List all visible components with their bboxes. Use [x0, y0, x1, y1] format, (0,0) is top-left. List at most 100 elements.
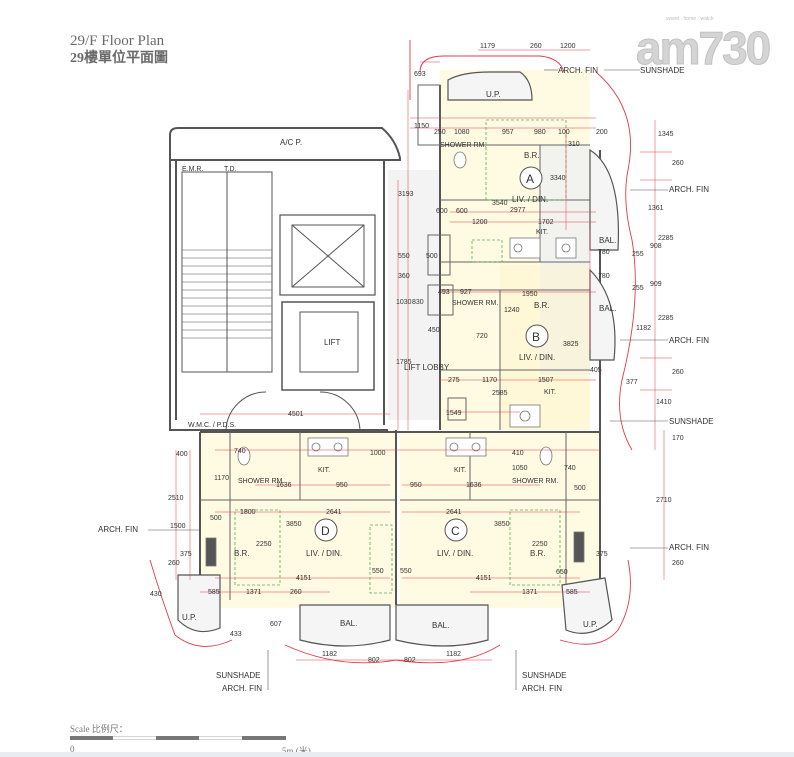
balconies-and-platforms — [177, 71, 620, 647]
dim-b-1549: 1549 — [446, 410, 462, 417]
unit-a-marker — [519, 166, 543, 190]
unit-d-marker — [314, 518, 338, 542]
dim-b-1030: 1030 — [396, 299, 412, 306]
dim-a-980: 980 — [534, 129, 546, 136]
unit-b-marker — [525, 324, 549, 348]
callout-arch-fin-right-1: ARCH. FIN — [669, 185, 709, 194]
dim-d-1170: 1170 — [214, 475, 229, 482]
dim-misc-1800: 1800 — [240, 509, 256, 516]
plan-title: 29/F Floor Plan 29樓單位平面圖 — [70, 32, 168, 68]
callout-sunshade-bottom-left: SUNSHADE — [216, 671, 260, 680]
callout-arch-fin-left: ARCH. FIN — [98, 525, 138, 534]
unit-a-utility-label: U.P. — [486, 90, 501, 99]
dim-core-550: 550 — [398, 253, 410, 260]
dim-d-2250: 2250 — [256, 541, 272, 548]
dashed-furniture-outlines — [234, 119, 567, 594]
stair-and-lift-core — [181, 171, 376, 431]
scale-bar — [70, 736, 286, 740]
dim-c-550: 550 — [400, 568, 412, 575]
dim-a-908: 908 — [650, 243, 662, 250]
dim-misc-600: 600 — [456, 208, 468, 215]
dim-d-585: 585 — [208, 589, 220, 596]
callout-arch-fin-right-3: ARCH. FIN — [669, 543, 709, 552]
callouts: ARCH. FIN SUNSHADE ARCH. FIN ARCH. FIN S… — [98, 66, 713, 693]
dim-d-433: 433 — [230, 631, 242, 638]
callout-sunshade-right: SUNSHADE — [669, 417, 713, 426]
dim-misc-1500: 1500 — [170, 523, 186, 530]
dim-a-2977: 2977 — [510, 207, 526, 214]
dim-b-377: 377 — [626, 379, 638, 386]
dim-core-3193: 3193 — [398, 191, 414, 198]
unit-a-balcony-label: BAL. — [599, 236, 616, 245]
unit-a-kitchen-label: KIT. — [536, 229, 548, 236]
dimension-lines — [175, 49, 672, 661]
dim-c-740: 740 — [564, 465, 576, 472]
dim-c-3850: 3850 — [494, 521, 510, 528]
lift-label: LIFT — [324, 338, 341, 347]
unit-d-living-label: LIV. / DIN. — [306, 549, 342, 558]
unit-a-bedroom-label: B.R. — [524, 151, 540, 160]
dim-b-1785: 1785 — [396, 359, 412, 366]
dim-b-1507: 1507 — [538, 377, 554, 384]
dim-a-255: 255 — [632, 251, 644, 258]
callout-arch-fin-top: ARCH. FIN — [558, 66, 598, 75]
dim-b-780: 780 — [598, 273, 610, 280]
scale-zero-label: 0 — [70, 744, 75, 754]
dim-core-170: 170 — [672, 435, 684, 442]
unit-d-balcony-label: BAL. — [340, 619, 357, 628]
dim-misc-200: 200 — [596, 129, 608, 136]
dim-a-1080: 1080 — [454, 129, 470, 136]
dim-d-1636: 1636 — [276, 482, 292, 489]
unit-a-living-label: LIV. / DIN. — [512, 195, 548, 204]
dim-d-500: 500 — [210, 515, 222, 522]
dim-a-1361: 1361 — [648, 205, 664, 212]
dimension-labels: 1179 260 1200 693 1150 1080 957 980 310 … — [150, 43, 684, 664]
unit-partitions — [200, 84, 600, 600]
dim-b-2585: 2585 — [492, 390, 508, 397]
unit-b-shower-label: SHOWER RM. — [452, 300, 498, 307]
unit-b-bedroom-label: B.R. — [534, 301, 550, 310]
callout-arch-fin-right-2: ARCH. FIN — [669, 336, 709, 345]
dim-b-1950: 1950 — [522, 291, 538, 298]
emr-label: E.M.R. — [182, 166, 203, 173]
am730-watermark-logo: sweet · home · watch am730 — [636, 16, 773, 68]
unit-c-utility-label: U.P. — [583, 620, 598, 629]
unit-c-living-label: LIV. / DIN. — [437, 549, 473, 558]
dim-b-927: 927 — [460, 289, 472, 296]
dim-misc-250: 250 — [434, 129, 446, 136]
unit-c-bedroom-label: B.R. — [530, 549, 546, 558]
dim-misc-1000: 1000 — [370, 450, 386, 457]
unit-d-utility-label: U.P. — [182, 613, 197, 622]
plan-title-chinese: 29樓單位平面圖 — [70, 51, 168, 66]
dim-b-1182: 1182 — [636, 325, 651, 332]
unit-a-id: A — [526, 172, 534, 186]
dim-core-360: 360 — [398, 273, 410, 280]
dim-a-693: 693 — [414, 71, 426, 78]
dim-a-260: 260 — [672, 160, 684, 167]
dim-bottom-1182-right: 1182 — [446, 651, 461, 658]
unit-d-bedroom-label: B.R. — [234, 549, 250, 558]
dim-core-4501: 4501 — [288, 411, 304, 418]
dim-b-405: 405 — [590, 367, 602, 374]
unit-b-kitchen-label: KIT. — [544, 389, 556, 396]
unit-a-shower-label: SHOWER RM. — [440, 142, 486, 149]
unit-c-kitchen-label: KIT. — [454, 467, 466, 474]
dim-b-255: 255 — [632, 285, 644, 292]
dim-a-780: 780 — [598, 249, 610, 256]
dim-b-1240: 1240 — [504, 307, 520, 314]
dim-d-2510: 2510 — [168, 495, 184, 502]
unit-d-shower-label: SHOWER RM. — [238, 478, 284, 485]
dim-c-260: 260 — [672, 560, 684, 567]
dim-a-1702: 1702 — [538, 219, 554, 226]
unit-b-balcony-label: BAL. — [599, 304, 616, 313]
dim-c-1636: 1636 — [466, 482, 482, 489]
dim-bottom-802-right: 802 — [404, 657, 416, 664]
dim-top-260: 260 — [530, 43, 542, 50]
dim-d-260: 260 — [168, 560, 180, 567]
unit-b-id: B — [532, 330, 540, 344]
dim-b-1170: 1170 — [482, 377, 497, 384]
dim-top-1200: 1200 — [560, 43, 576, 50]
td-label: T.D. — [224, 166, 237, 173]
dim-d-1371: 1371 — [246, 589, 262, 596]
